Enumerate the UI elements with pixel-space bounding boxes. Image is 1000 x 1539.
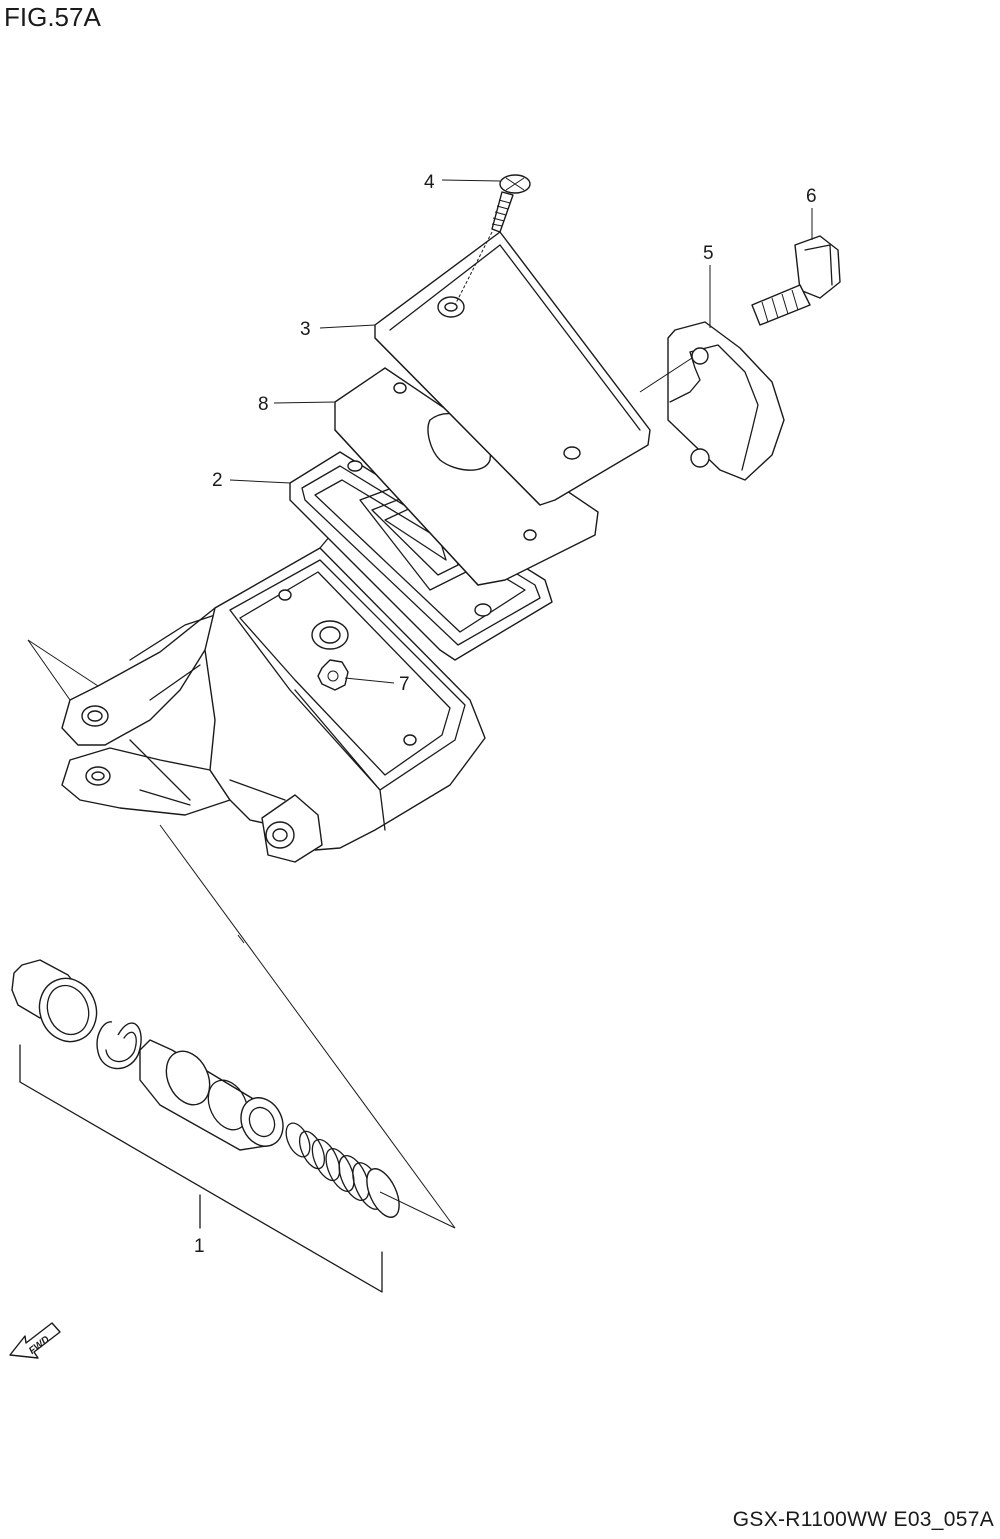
callout-3: 3 [300, 319, 311, 340]
master-cylinder-body[interactable] [61, 529, 486, 863]
part-1-piston-kit[interactable] [11, 959, 406, 1293]
part-7-plate[interactable] [317, 659, 349, 691]
part-6-bolt[interactable] [751, 235, 841, 326]
callout-4: 4 [424, 172, 435, 193]
callout-5: 5 [703, 243, 714, 264]
callout-7: 7 [399, 674, 410, 695]
callout-8: 8 [258, 394, 269, 415]
figure-title: FIG.57A [4, 2, 101, 32]
drawing-code: GSX-R1100WW E03_057A [732, 1508, 994, 1531]
fwd-arrow-icon: FWD [9, 1322, 61, 1359]
callout-2: 2 [212, 470, 223, 491]
leader-lines [27, 179, 813, 1229]
part-5-clamp[interactable] [639, 321, 785, 481]
callout-1: 1 [194, 1236, 205, 1257]
part-4-screw[interactable] [454, 174, 531, 306]
part-3-cap[interactable] [374, 231, 651, 506]
callout-6: 6 [806, 186, 817, 207]
callout-numbers: 1 2 3 4 5 6 7 8 [194, 172, 817, 1257]
